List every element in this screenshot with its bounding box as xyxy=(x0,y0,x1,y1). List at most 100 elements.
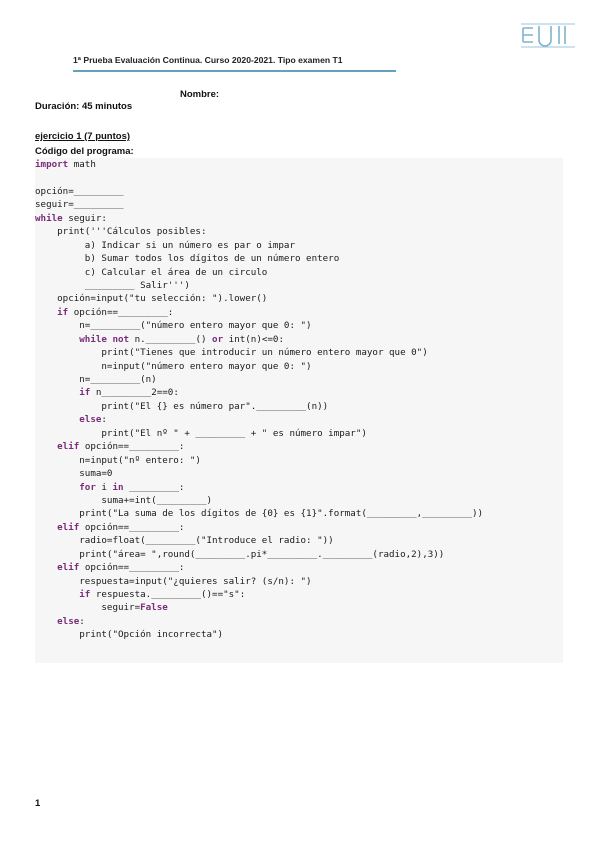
code-text: respuesta._________()=="s": xyxy=(90,589,246,600)
code-keyword: while xyxy=(35,212,63,224)
code-text: : xyxy=(79,615,85,627)
page-number: 1 xyxy=(35,798,41,809)
code-line: n=_________(n) xyxy=(35,373,563,386)
code-text xyxy=(35,482,79,493)
code-text: suma+=int(_________) xyxy=(35,494,213,506)
code-text: seguir=_________ xyxy=(35,199,124,211)
code-keyword: in xyxy=(112,481,124,493)
code-text: opción==_________: xyxy=(79,441,185,453)
code-line: for i in _________: xyxy=(35,481,563,494)
code-text: opción=input("tu selección: ").lower() xyxy=(35,293,268,305)
code-text: print("El {} es número par"._________(n)… xyxy=(35,400,329,412)
code-line: import math xyxy=(35,158,563,171)
code-line: n=input("nº entero: ") xyxy=(35,454,563,467)
code-text: opción=_________ xyxy=(35,185,124,197)
code-keyword: if xyxy=(79,589,91,600)
code-text xyxy=(35,414,79,425)
code-text: b) Sumar todos los dígitos de un número … xyxy=(35,253,340,265)
code-text: a) Indicar si un número es par o impar xyxy=(35,239,295,251)
code-line: else: xyxy=(35,615,563,628)
code-keyword: import xyxy=(35,159,69,170)
code-text xyxy=(35,522,57,533)
code-keyword: while not xyxy=(79,333,130,345)
code-line: if respuesta._________()=="s": xyxy=(35,588,563,601)
code-line: elif opción==_________: xyxy=(35,561,563,574)
exercise-title: ejercicio 1 (7 puntos) xyxy=(35,131,131,142)
code-text xyxy=(35,387,79,398)
code-line: elif opción==_________: xyxy=(35,521,563,534)
code-text: respuesta=input("¿quieres salir? (s/n): … xyxy=(35,575,312,587)
code-keyword: elif xyxy=(57,562,80,574)
code-text xyxy=(35,589,79,600)
code-line: else: xyxy=(35,413,563,426)
code-text: print("El nº " + _________ + " es número… xyxy=(35,427,367,439)
code-text: n=_________(n) xyxy=(35,374,157,385)
code-keyword: or xyxy=(212,333,224,345)
code-line: print("área= ",round(_________.pi*______… xyxy=(35,548,563,561)
code-line: c) Calcular el área de un circulo xyxy=(35,266,563,279)
code-line: seguir=_________ xyxy=(35,198,563,211)
code-text: _________ Salir''') xyxy=(35,279,190,291)
code-keyword: if xyxy=(79,387,91,399)
code-keyword: elif xyxy=(57,441,80,453)
code-label: Código del programa: xyxy=(35,146,134,157)
code-keyword: for xyxy=(79,481,96,493)
code-line: print("Opción incorrecta") xyxy=(35,628,563,641)
code-text xyxy=(35,562,57,573)
code-text xyxy=(35,616,57,627)
code-line: respuesta=input("¿quieres salir? (s/n): … xyxy=(35,575,563,588)
code-line: opción=input("tu selección: ").lower() xyxy=(35,292,563,305)
code-text: print("La suma de los dígitos de {0} es … xyxy=(35,508,484,520)
code-line: opción=_________ xyxy=(35,185,563,198)
code-keyword: else xyxy=(57,615,80,627)
code-line: if opción==_________: xyxy=(35,306,563,319)
code-text: int(n)<=0: xyxy=(223,333,284,345)
code-text: n_________2==0: xyxy=(90,387,179,399)
header-divider xyxy=(73,70,396,72)
code-line: print("La suma de los dígitos de {0} es … xyxy=(35,507,563,520)
code-text: opción==_________: xyxy=(79,521,185,533)
code-text: print("Tienes que introducir un número e… xyxy=(35,347,428,359)
code-text: : xyxy=(101,414,107,426)
code-line: b) Sumar todos los dígitos de un número … xyxy=(35,252,563,265)
code-line: n=input("número entero mayor que 0: ") xyxy=(35,360,563,373)
code-line: if n_________2==0: xyxy=(35,386,563,399)
code-line: seguir=False xyxy=(35,601,563,614)
document-header: 1ª Prueba Evaluación Continua. Curso 202… xyxy=(73,55,343,65)
code-text: i xyxy=(95,481,113,493)
code-line xyxy=(35,171,563,184)
code-line: n=_________("número entero mayor que 0: … xyxy=(35,319,563,332)
code-text: print("Opción incorrecta") xyxy=(35,629,224,641)
code-text: seguir: xyxy=(62,212,107,224)
code-line: _________ Salir''') xyxy=(35,279,563,292)
code-text: opción==_________: xyxy=(79,562,185,574)
code-line: elif opción==_________: xyxy=(35,440,563,453)
code-text: print("área= ",round(_________.pi*______… xyxy=(35,548,445,560)
code-text: n=input("número entero mayor que 0: ") xyxy=(35,360,312,372)
university-logo xyxy=(519,20,577,50)
code-keyword: elif xyxy=(57,521,80,533)
code-text: print('''Cálculos posibles: xyxy=(35,226,207,238)
code-keyword: else xyxy=(79,414,102,426)
code-line: radio=float(_________("Introduce el radi… xyxy=(35,534,563,547)
duration-text: Duración: 45 minutos xyxy=(35,101,133,112)
code-line: print("El {} es número par"._________(n)… xyxy=(35,400,563,413)
code-keyword: if xyxy=(57,306,69,318)
nombre-label: Nombre: xyxy=(180,89,220,100)
code-text: n=input("nº entero: ") xyxy=(35,454,201,466)
code-text xyxy=(35,307,57,318)
code-line: while not n._________() or int(n)<=0: xyxy=(35,333,563,346)
code-text: c) Calcular el área de un circulo xyxy=(35,266,268,278)
code-line: print('''Cálculos posibles: xyxy=(35,225,563,238)
code-text: suma=0 xyxy=(35,468,113,480)
code-line: print("El nº " + _________ + " es número… xyxy=(35,427,563,440)
code-text: seguir= xyxy=(35,602,141,614)
code-text xyxy=(35,441,57,452)
code-text: opción==_________: xyxy=(68,306,174,318)
code-text: n._________() xyxy=(129,333,213,345)
code-line: a) Indicar si un número es par o impar xyxy=(35,239,563,252)
code-text: n=_________("número entero mayor que 0: … xyxy=(35,320,312,332)
code-text xyxy=(35,334,79,345)
code-text: radio=float(_________("Introduce el radi… xyxy=(35,535,334,547)
